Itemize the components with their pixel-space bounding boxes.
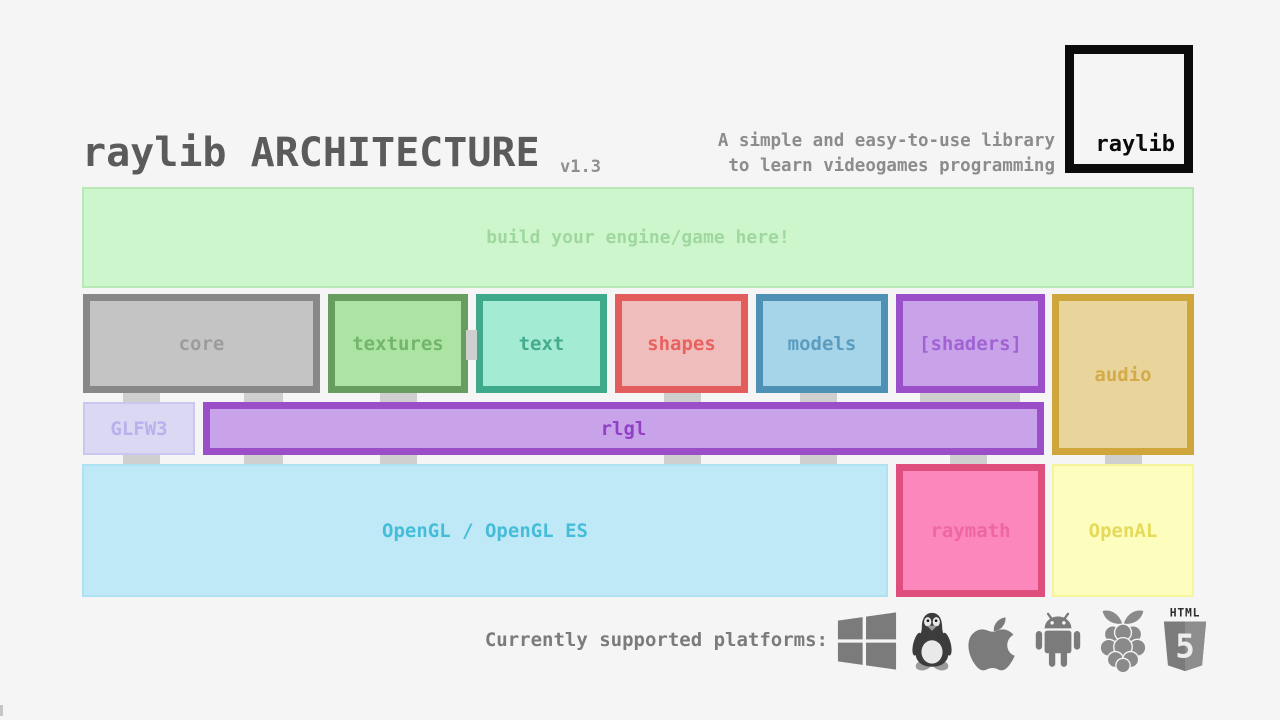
engine-banner-label: build your engine/game here!	[486, 227, 790, 248]
version-label: v1.3	[560, 157, 601, 177]
module-shaders: [shaders]	[896, 294, 1045, 393]
box-rlgl: rlgl	[203, 402, 1044, 455]
openal-label: OpenAL	[1088, 519, 1158, 542]
linux-icon	[912, 612, 952, 671]
connector-rlgl-opengl-3	[664, 455, 701, 464]
box-raymath: raymath	[896, 464, 1045, 597]
platforms-label: Currently supported platforms:	[484, 629, 828, 651]
connector-textures-text	[466, 330, 477, 360]
raylib-logo: raylib	[1065, 45, 1193, 173]
module-shaders-label: [shaders]	[919, 332, 1022, 355]
connector-shaders-rlgl	[920, 393, 1020, 402]
module-core-label: core	[178, 332, 225, 355]
glfw3-label: GLFW3	[110, 417, 168, 440]
connector-glfw3-opengl	[123, 455, 160, 464]
box-openal: OpenAL	[1052, 464, 1194, 597]
engine-banner: build your engine/game here!	[82, 187, 1194, 288]
module-textures: textures	[328, 294, 468, 393]
box-opengl: OpenGL / OpenGL ES	[82, 464, 888, 597]
apple-icon	[968, 617, 1015, 671]
rlgl-label: rlgl	[600, 417, 647, 440]
raymath-label: raymath	[930, 519, 1011, 542]
connector-audio-openal	[1105, 455, 1142, 464]
module-models-label: models	[787, 332, 857, 355]
tagline-line-1: A simple and easy-to-use library	[717, 131, 1055, 151]
module-core: core	[83, 294, 320, 393]
windows-icon	[837, 612, 897, 670]
html5-icon: HTML 5	[1163, 606, 1207, 672]
connector-core-rlgl	[244, 393, 283, 402]
module-audio-label: audio	[1094, 363, 1152, 386]
platform-icons: HTML 5	[836, 604, 1211, 678]
tagline: A simple and easy-to-use library to lear…	[718, 129, 1055, 179]
html5-number: 5	[1175, 627, 1195, 665]
android-icon	[1035, 612, 1081, 667]
module-shapes: shapes	[615, 294, 748, 393]
edge-tick-mark	[0, 705, 3, 716]
module-text: text	[476, 294, 607, 393]
module-shapes-label: shapes	[647, 332, 716, 355]
page-title: raylib ARCHITECTURE	[82, 130, 540, 176]
module-text-label: text	[518, 332, 565, 355]
module-models: models	[756, 294, 888, 393]
connector-textures-rlgl	[380, 393, 417, 402]
connector-models-rlgl	[800, 393, 837, 402]
html5-top-text: HTML	[1170, 606, 1201, 620]
connector-rlgl-opengl-4	[800, 455, 837, 464]
module-textures-label: textures	[352, 332, 444, 355]
box-glfw3: GLFW3	[83, 402, 195, 455]
connector-rlgl-raymath	[950, 455, 987, 464]
connector-core-glfw3	[123, 393, 160, 402]
connector-rlgl-opengl-2	[380, 455, 417, 464]
raylib-logo-text: raylib	[1095, 132, 1175, 157]
connector-shapes-rlgl	[664, 393, 701, 402]
connector-rlgl-opengl-1	[244, 455, 283, 464]
module-audio: audio	[1052, 294, 1194, 455]
raspberry-pi-icon	[1099, 609, 1147, 674]
opengl-label: OpenGL / OpenGL ES	[382, 519, 588, 542]
tagline-line-2: to learn videogames programming	[728, 156, 1055, 176]
